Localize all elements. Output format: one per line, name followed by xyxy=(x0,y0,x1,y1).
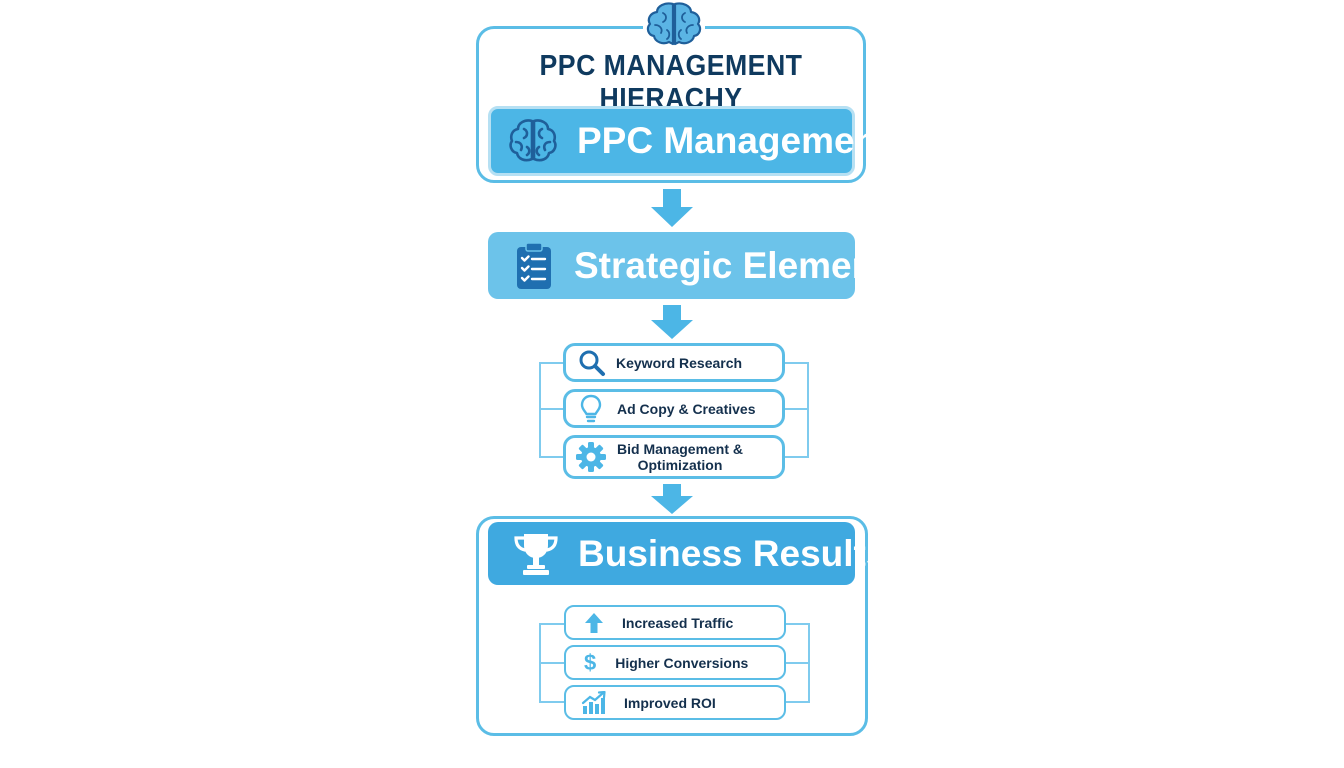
bracket-line xyxy=(539,362,565,364)
flow-arrow xyxy=(651,305,693,339)
results-card xyxy=(476,516,868,736)
bracket-line xyxy=(539,662,566,664)
result-item-improved-roi: Improved ROI xyxy=(564,685,786,720)
lightbulb-icon xyxy=(579,394,603,424)
strategic-item-ad-copy: Ad Copy & Creatives xyxy=(563,389,785,428)
bracket-line xyxy=(539,408,565,410)
result-item-label: Improved ROI xyxy=(624,694,716,711)
strategic-item-bid-management: Bid Management & Optimization xyxy=(563,435,785,479)
business-results-bar: Business Results xyxy=(488,522,886,585)
bracket-line xyxy=(783,623,810,625)
bracket-line xyxy=(807,362,809,458)
result-item-label: Increased Traffic xyxy=(622,614,734,631)
arrow-up-icon xyxy=(584,612,604,634)
clipboard-checklist-icon xyxy=(514,241,554,291)
flow-arrow xyxy=(651,189,693,227)
bracket-line xyxy=(783,701,810,703)
strategic-elements-label: Strategic Elements xyxy=(574,244,908,286)
strategic-item-label: Ad Copy & Creatives xyxy=(617,400,756,417)
strategic-item-keyword-research: Keyword Research xyxy=(563,343,785,382)
bracket-line xyxy=(539,623,566,625)
bracket-line xyxy=(783,456,809,458)
strategic-item-label: Bid Management & Optimization xyxy=(617,441,743,473)
bracket-line xyxy=(783,408,809,410)
magnifier-icon xyxy=(578,349,606,377)
dollar-icon: $ xyxy=(584,649,597,675)
bracket-line xyxy=(539,701,566,703)
growth-chart-icon xyxy=(581,690,607,715)
strategic-elements-bar: Strategic Elements xyxy=(488,232,907,299)
bracket-line xyxy=(539,362,541,458)
result-item-increased-traffic: Increased Traffic xyxy=(564,605,786,640)
strategic-item-label-line2: Optimization xyxy=(637,457,723,473)
bracket-line xyxy=(539,456,565,458)
brain-icon xyxy=(507,115,559,167)
strategic-item-label: Keyword Research xyxy=(616,354,743,371)
business-results-label: Business Results xyxy=(578,532,887,574)
gear-icon xyxy=(575,441,607,473)
flow-arrow xyxy=(651,484,693,514)
result-item-label: Higher Conversions xyxy=(615,654,749,671)
ppc-management-label: PPC Management xyxy=(577,120,890,161)
trophy-icon xyxy=(512,531,560,577)
strategic-item-label-line1: Bid Management & xyxy=(617,441,744,457)
result-item-higher-conversions: $ Higher Conversions xyxy=(564,645,786,680)
brain-icon xyxy=(643,0,705,48)
ppc-management-bar: PPC Management xyxy=(488,106,890,176)
bracket-line xyxy=(783,662,810,664)
bracket-line xyxy=(783,362,809,364)
